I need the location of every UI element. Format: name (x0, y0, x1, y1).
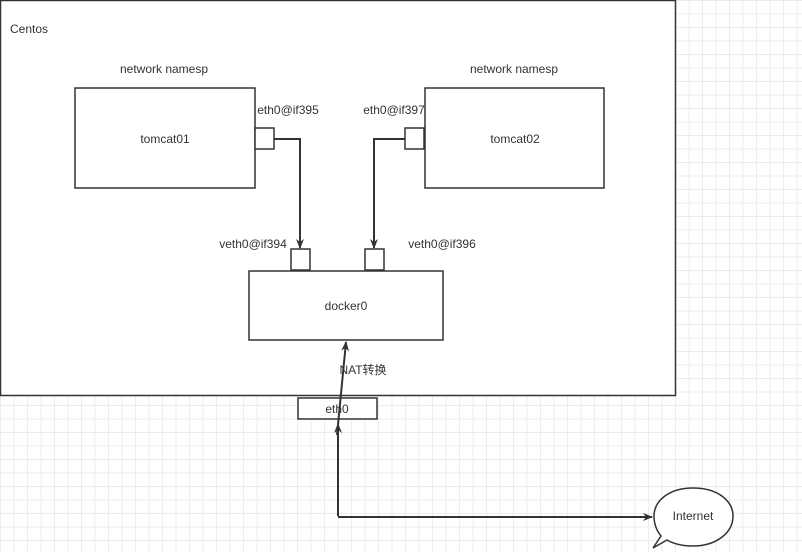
tomcat01-iface-label: eth0@if395 (257, 103, 319, 117)
internet-cloud-bubble[interactable] (652, 487, 734, 549)
tomcat01-port[interactable] (254, 127, 275, 150)
namespace-label-2: network namesp (470, 62, 558, 76)
docker0-box[interactable] (248, 270, 444, 341)
veth-port-1[interactable] (290, 248, 311, 271)
tomcat02-box[interactable] (424, 87, 605, 189)
veth-label-1: veth0@if394 (219, 237, 287, 251)
internet-label: Internet (673, 509, 714, 523)
tomcat02-label: tomcat02 (490, 132, 540, 146)
namespace-label-1: network namesp (120, 62, 208, 76)
nat-label: NAT转换 (339, 362, 386, 377)
link-eth0-docker0 (336, 341, 350, 436)
link-tomcat02-docker0 (370, 138, 405, 249)
host-label: Centos (10, 22, 48, 36)
tomcat02-port[interactable] (404, 127, 425, 150)
docker0-label: docker0 (325, 299, 368, 313)
veth-label-2: veth0@if396 (408, 237, 476, 251)
link-tomcat01-docker0 (274, 138, 304, 249)
tomcat01-label: tomcat01 (140, 132, 190, 146)
veth-port-2[interactable] (364, 248, 385, 271)
eth0-box[interactable] (297, 397, 378, 420)
tomcat02-iface-label: eth0@if397 (363, 103, 425, 117)
eth0-label: eth0 (325, 402, 349, 416)
tomcat01-box[interactable] (74, 87, 256, 189)
